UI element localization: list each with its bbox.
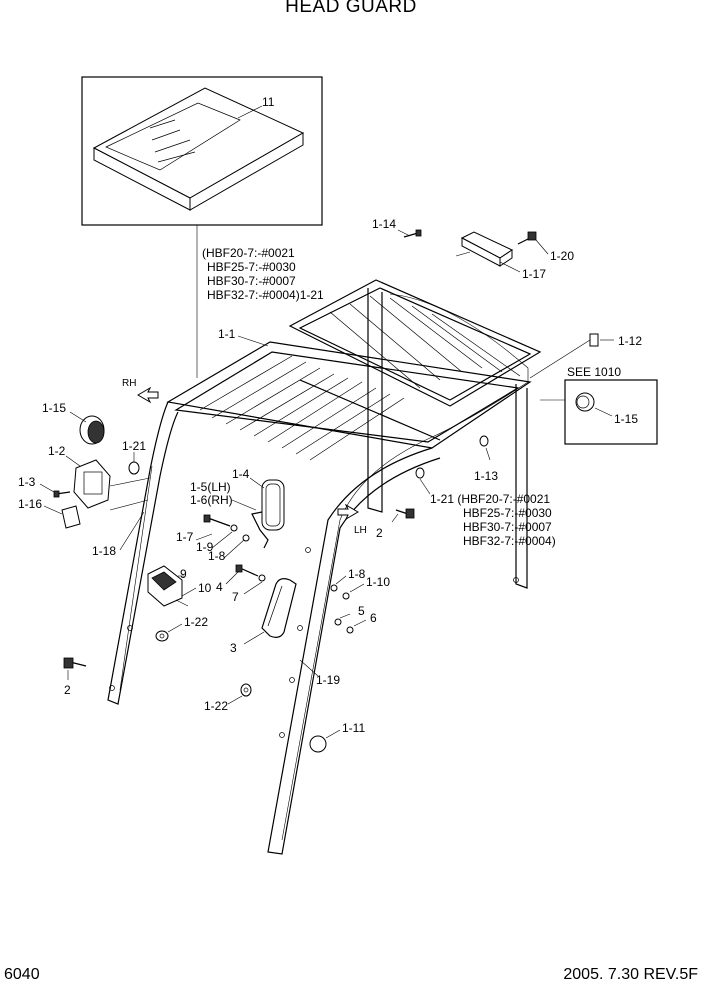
work-lamp-1-15: 1-15	[42, 401, 105, 445]
callout-label: HBF32-7:-#0004)	[463, 534, 556, 548]
callout-label: 1-5(LH)	[190, 480, 231, 494]
serial-note-right: 1-21 (HBF20-7:-#0021 HBF25-7:-#0030 HBF3…	[430, 492, 556, 548]
callout-label: 1-17	[522, 267, 546, 281]
washer-1-22-left: 1-22	[155, 615, 208, 642]
direction-rh: RH	[122, 378, 159, 404]
callout-label: 1-2	[48, 444, 66, 458]
callout-label: 1-22	[204, 699, 228, 713]
bracket-9: 9 10	[147, 565, 212, 607]
callout-label: 3	[230, 641, 237, 655]
callout-label: HBF30-7:-#0007	[463, 520, 552, 534]
callout-1-18: 1-18	[92, 544, 116, 558]
see-1010-box: SEE 1010 1-15	[540, 365, 658, 445]
inset-part-11: 11	[81, 76, 323, 226]
washer-1-22-lower: 1-22	[204, 683, 252, 713]
serial-note-top: (HBF20-7:-#0021 HBF25-7:-#0030 HBF30-7:-…	[202, 246, 324, 302]
fasteners-right: 1-8 1-10 5 6	[330, 567, 390, 634]
grab-handle-3: 3	[230, 578, 297, 655]
callout-label: 1-22	[184, 615, 208, 629]
callout-label: 6	[370, 611, 377, 625]
callout-label: 1-12	[618, 334, 642, 348]
callout-label: 5	[358, 604, 365, 618]
callout-label: 1-13	[474, 469, 498, 483]
page-title: HEAD GUARD	[285, 0, 417, 17]
cap-1-11: 1-11	[309, 721, 365, 753]
callout-label: 1-10	[366, 575, 390, 589]
callout-label: 1-8	[348, 567, 366, 581]
callout-label: 1-7	[176, 530, 194, 544]
callout-label: 1-20	[550, 249, 574, 263]
callout-label: 4	[216, 580, 223, 594]
rear-lamp-1-17: 1-17	[455, 231, 546, 281]
callout-label: 1-21	[122, 439, 146, 453]
callout-label: 10	[198, 581, 212, 595]
callout-label: 1-3	[18, 475, 36, 489]
callout-label: 1-14	[372, 217, 396, 231]
callout-label: HBF25-7:-#0030	[463, 506, 552, 520]
callout-label: 9	[180, 567, 187, 581]
screw-1-3: 1-3	[18, 475, 71, 498]
callout-label: 1-15	[614, 412, 638, 426]
page-number: 6040	[4, 966, 40, 983]
callout-label: SEE 1010	[567, 365, 621, 379]
callout-label: RH	[122, 378, 136, 389]
mirror-stay-label: 1-5(LH) 1-6(RH)	[190, 480, 257, 511]
callout-label: 1-11	[342, 721, 365, 735]
callout-label: 1-15	[42, 401, 66, 415]
screw-1-14: 1-14	[372, 217, 422, 238]
callout-1-1: 1-1	[218, 327, 236, 341]
callout-label: 1-4	[232, 467, 250, 481]
clip-1-12: 1-12	[529, 333, 642, 379]
bolt-2-right: 2	[376, 508, 415, 540]
callout-label: 1-6(RH)	[190, 493, 233, 507]
bolt-1-7: 1-7 1-9 1-8	[176, 514, 250, 563]
pad-1-16: 1-16	[18, 497, 81, 529]
callout-label: 2	[64, 683, 71, 697]
plug-1-13: 1-13	[474, 435, 498, 483]
callout-label: (HBF20-7:-#0021	[202, 246, 295, 260]
bolt-2-left: 2	[63, 657, 87, 697]
plug-1-21-left: 1-21	[122, 439, 146, 475]
callout-label: 1-9	[196, 540, 214, 554]
revision-date: 2005. 7.30 REV.5F	[563, 966, 698, 983]
plug-1-21-right	[415, 467, 431, 495]
callout-label: HBF32-7:-#0004)1-21	[207, 288, 324, 302]
callout-1-19: 1-19	[316, 673, 340, 687]
bolt-4: 4 7	[216, 564, 266, 604]
callout-label: HBF30-7:-#0007	[207, 274, 296, 288]
callout-label: 1-8	[208, 549, 226, 563]
callout-label: HBF25-7:-#0030	[207, 260, 296, 274]
bolt-1-20: 1-20	[517, 231, 574, 263]
callout-label: 2	[376, 526, 383, 540]
callout-label: 7	[232, 590, 239, 604]
mirror-1-4: 1-4	[232, 467, 285, 549]
callout-label: 1-16	[18, 497, 42, 511]
callout-label: 1-21 (HBF20-7:-#0021	[430, 492, 550, 506]
callout-11: 11	[262, 95, 275, 109]
head-guard-frame	[107, 279, 542, 855]
callout-label: LH	[354, 525, 367, 536]
direction-lh: LH	[337, 503, 367, 536]
lamp-bracket-1-2: 1-2	[48, 444, 111, 509]
